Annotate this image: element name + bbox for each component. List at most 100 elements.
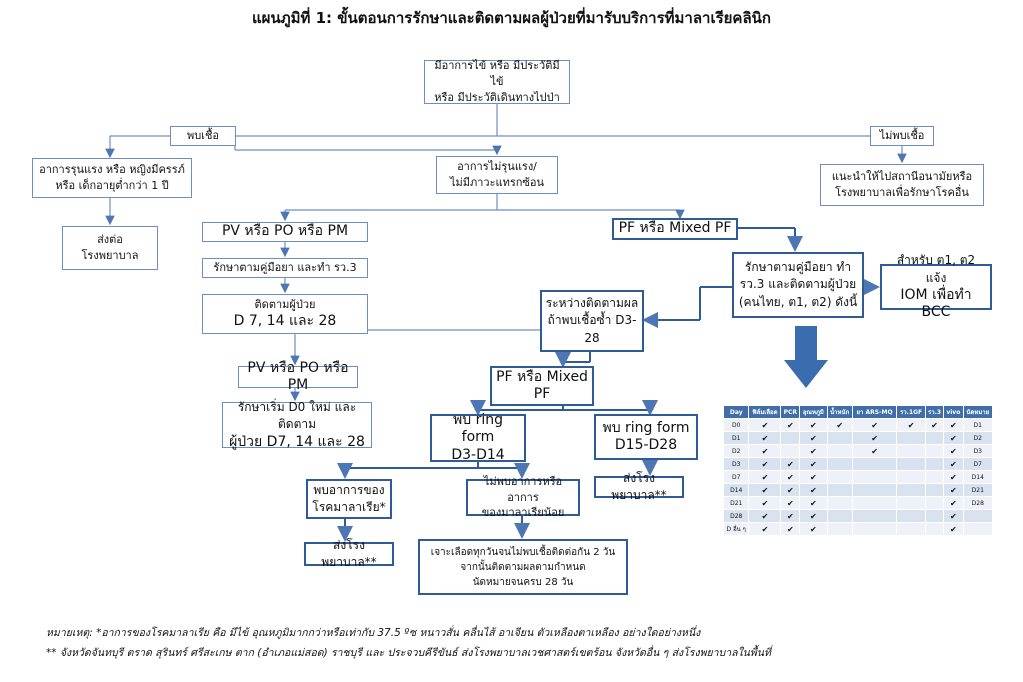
pf-mixed-2-node: PF หรือ Mixed PF xyxy=(490,366,594,406)
table-cell-check xyxy=(826,457,853,471)
table-cell-day: D7 xyxy=(722,470,750,484)
table-cell-check: ✔ xyxy=(780,522,801,536)
table-row: D14✔✔✔✔D21 xyxy=(722,483,994,497)
table-cell-check: ✔ xyxy=(851,444,898,458)
table-cell-next: D7 xyxy=(962,457,994,471)
ring-form-late-node: พบ ring form D15-D28 xyxy=(594,414,698,460)
table-cell-check xyxy=(924,522,945,536)
table-row: D2✔✔✔✔D3 xyxy=(722,444,994,458)
table-cell-check: ✔ xyxy=(799,509,828,523)
table-cell-day: D28 xyxy=(722,509,750,523)
table-cell-check xyxy=(924,496,945,510)
table-cell-check xyxy=(924,483,945,497)
table-cell-next xyxy=(962,509,994,523)
footnote-symptoms: หมายเหตุ: *อาการของโรคมาลาเรีย คือ มีไข้… xyxy=(46,627,701,639)
chart-title: แผนภูมิที่ 1: ขั้นตอนการรักษาและติดตามผล… xyxy=(252,9,771,27)
table-cell-day: D1 xyxy=(722,431,750,445)
table-cell-check: ✔ xyxy=(748,431,782,445)
pv-follow-node: ติดตามผู้ป่วย D 7, 14 และ 28 xyxy=(202,294,368,334)
table-cell-check: ✔ xyxy=(943,431,964,445)
table-cell-next xyxy=(962,522,994,536)
table-cell-check: ✔ xyxy=(826,418,853,432)
table-cell-check xyxy=(780,431,801,445)
table-cell-check: ✔ xyxy=(943,483,964,497)
big-down-arrow-icon xyxy=(784,326,828,388)
pv-po-pm-2-node: PV หรือ PO หรือ PM xyxy=(238,360,358,393)
table-row: D21✔✔✔✔D28 xyxy=(722,496,994,510)
table-cell-next: D1 xyxy=(962,418,994,432)
not-found-node: ไม่พบเชื้อ xyxy=(870,126,934,146)
table-header-cell: PCR xyxy=(780,405,801,419)
pf-treat-node: รักษาตามคู่มือยา ทำ รว.3 และติดตามผู้ป่ว… xyxy=(732,252,864,318)
footnote-provinces: ** จังหวัดจันทบุรี ตราด สุรินทร์ ศรีสะเก… xyxy=(46,647,771,659)
table-header-cell: น้ำหนัก xyxy=(826,405,853,419)
table-cell-check: ✔ xyxy=(799,418,828,432)
table-cell-check xyxy=(826,509,853,523)
table-cell-check: ✔ xyxy=(748,470,782,484)
table-cell-check xyxy=(851,522,898,536)
table-cell-check: ✔ xyxy=(943,444,964,458)
not-found-advice-node: แนะนำให้ไปสถานีอนามัยหรือ โรงพยาบาลเพื่อ… xyxy=(820,164,984,206)
table-header-cell: รว.1GF xyxy=(896,405,926,419)
table-row: D อื่น ๆ✔✔✔✔ xyxy=(722,522,994,536)
table-cell-check xyxy=(924,457,945,471)
table-cell-next: D3 xyxy=(962,444,994,458)
table-cell-check: ✔ xyxy=(748,509,782,523)
table-cell-check xyxy=(851,509,898,523)
no-symptom-node: ไม่พบอาการหรืออาการ ของมาลาเรียน้อย xyxy=(466,475,580,519)
table-cell-check xyxy=(896,483,926,497)
table-cell-check: ✔ xyxy=(780,470,801,484)
table-cell-check: ✔ xyxy=(943,522,964,536)
severe-node: อาการรุนแรง หรือ หญิงมีครรภ์ หรือ เด็กอา… xyxy=(32,158,192,198)
table-cell-check: ✔ xyxy=(799,470,828,484)
table-cell-check: ✔ xyxy=(799,457,828,471)
refer-hospital-node: ส่งต่อ โรงพยาบาล xyxy=(62,226,158,270)
table-header-cell: รว.3 xyxy=(924,405,945,419)
table-header-cell: Day xyxy=(722,405,750,419)
table-cell-check: ✔ xyxy=(780,483,801,497)
pv-treat-node: รักษาตามคู่มือยา และทำ รว.3 xyxy=(202,258,368,278)
table-row: D7✔✔✔✔D14 xyxy=(722,470,994,484)
table-cell-next: D2 xyxy=(962,431,994,445)
table-cell-check xyxy=(924,431,945,445)
table-cell-check: ✔ xyxy=(799,483,828,497)
table-cell-check: ✔ xyxy=(748,418,782,432)
table-cell-check xyxy=(826,496,853,510)
table-row: D28✔✔✔✔ xyxy=(722,509,994,523)
table-header-cell: ยา ARS-MQ xyxy=(851,405,898,419)
table-row: D0✔✔✔✔✔✔✔✔D1 xyxy=(722,418,994,432)
ring-form-early-node: พบ ring form D3-D14 xyxy=(430,412,526,463)
table-cell-check xyxy=(896,444,926,458)
table-cell-day: D14 xyxy=(722,483,750,497)
table-cell-check: ✔ xyxy=(943,418,964,432)
table-cell-check xyxy=(924,509,945,523)
table-cell-check: ✔ xyxy=(943,496,964,510)
table-cell-check: ✔ xyxy=(748,483,782,497)
table-cell-check: ✔ xyxy=(748,522,782,536)
table-header-cell: ฟิล์มเลือด xyxy=(748,405,782,419)
refer-symptom-node: ส่งโรงพยาบาล** xyxy=(304,538,394,569)
table-cell-check xyxy=(896,496,926,510)
table-cell-check xyxy=(924,444,945,458)
table-cell-check: ✔ xyxy=(943,509,964,523)
table-header-cell: นัดหมาย xyxy=(962,405,994,419)
table-cell-check: ✔ xyxy=(924,418,945,432)
pv-po-pm-node: PV หรือ PO หรือ PM xyxy=(202,222,368,242)
iom-node: สำหรับ ต1, ต2 แจ้ง IOM เพื่อทำ BCC xyxy=(880,253,992,320)
table-cell-check: ✔ xyxy=(943,470,964,484)
table-cell-check xyxy=(896,431,926,445)
table-cell-check xyxy=(780,444,801,458)
table-cell-check xyxy=(826,522,853,536)
table-cell-check: ✔ xyxy=(780,457,801,471)
table-cell-next: D21 xyxy=(962,483,994,497)
table-cell-check: ✔ xyxy=(799,431,828,445)
table-cell-check: ✔ xyxy=(748,457,782,471)
table-cell-check xyxy=(851,470,898,484)
table-cell-next: D14 xyxy=(962,470,994,484)
table-cell-check xyxy=(826,483,853,497)
table-cell-check xyxy=(826,470,853,484)
not-severe-node: อาการไม่รุนแรง/ ไม่มีภาวะแทรกซ้อน xyxy=(436,156,558,194)
